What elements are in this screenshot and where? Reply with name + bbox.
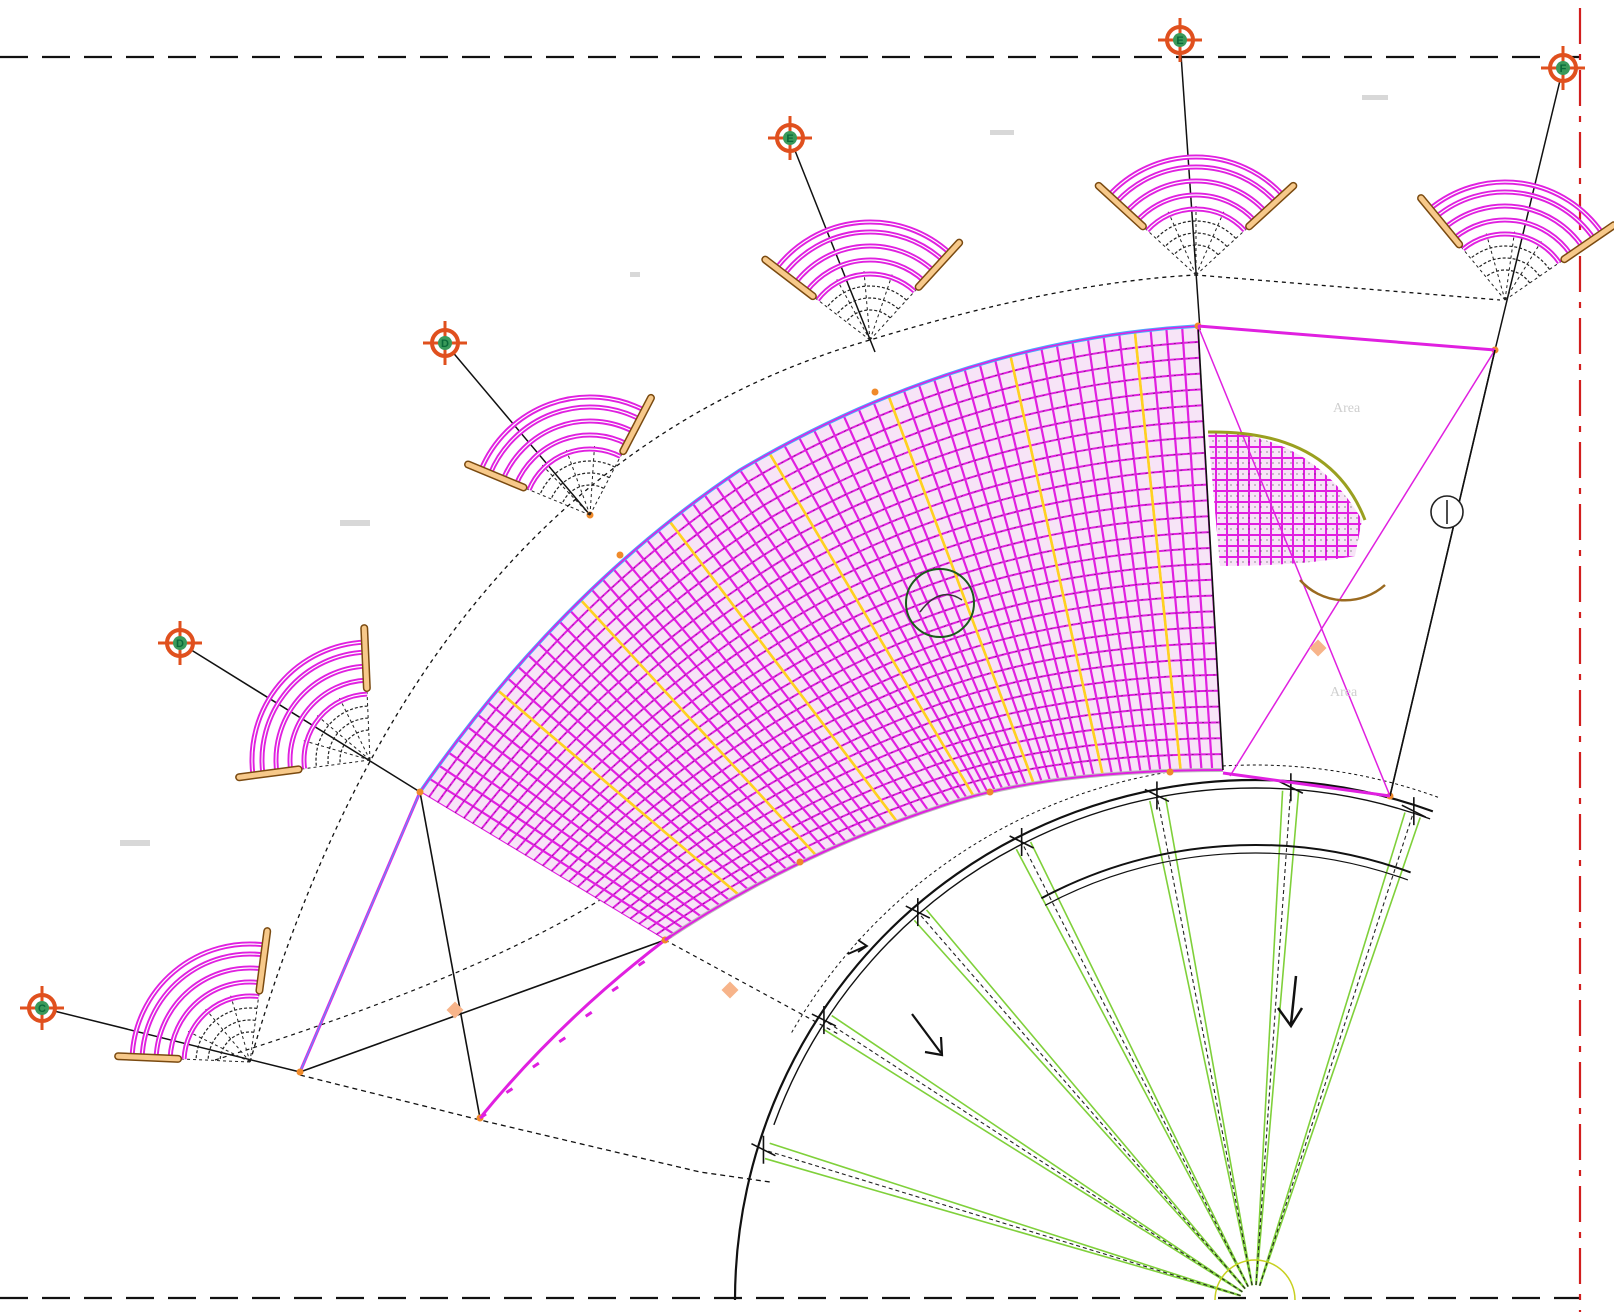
radial-beam — [1144, 781, 1254, 1286]
target-icon: D — [423, 321, 467, 365]
arrow-down-right-icon — [911, 1013, 944, 1057]
area-label-upper: Area — [1333, 401, 1361, 416]
marker-label: E — [1176, 35, 1183, 47]
radial-beam — [905, 898, 1246, 1290]
seating-fan — [761, 219, 964, 341]
radial-beam — [1255, 773, 1304, 1286]
radial-beam — [751, 1135, 1241, 1297]
seating-fan — [235, 624, 371, 782]
marker-label: C — [38, 1003, 46, 1015]
arrow-down-icon — [1276, 975, 1304, 1029]
paving-area — [420, 326, 1223, 940]
seating-fan — [464, 393, 655, 516]
marker-label: F — [1560, 63, 1567, 75]
marker-label: E — [786, 133, 793, 145]
small-paving-area — [1208, 432, 1362, 566]
seating-fan — [114, 927, 272, 1063]
arrow-right-icon — [847, 939, 869, 955]
seating-fan — [1417, 179, 1614, 301]
area-label-lower: Area — [1330, 685, 1358, 700]
faint-annotations — [120, 95, 1388, 846]
radial-beam — [1258, 797, 1427, 1287]
seating-fan — [1094, 154, 1298, 276]
radial-fan — [733, 764, 1439, 1301]
arrows — [847, 939, 1304, 1057]
marker-label: D — [176, 638, 184, 650]
marker-label: D — [441, 338, 449, 350]
target-icon: E — [1158, 18, 1202, 62]
corner-area: Area Area — [1197, 324, 1496, 798]
target-icon: D — [158, 621, 202, 665]
radial-beam — [1009, 828, 1250, 1288]
target-icon: C — [20, 986, 64, 1030]
target-icon: F — [1541, 46, 1585, 90]
seating-fans — [114, 154, 1614, 1063]
detail-circle — [905, 568, 975, 638]
target-icon: E — [768, 116, 812, 160]
grid-markers: C D D E E F — [20, 18, 1585, 1030]
paving-edges — [296, 322, 1499, 1122]
